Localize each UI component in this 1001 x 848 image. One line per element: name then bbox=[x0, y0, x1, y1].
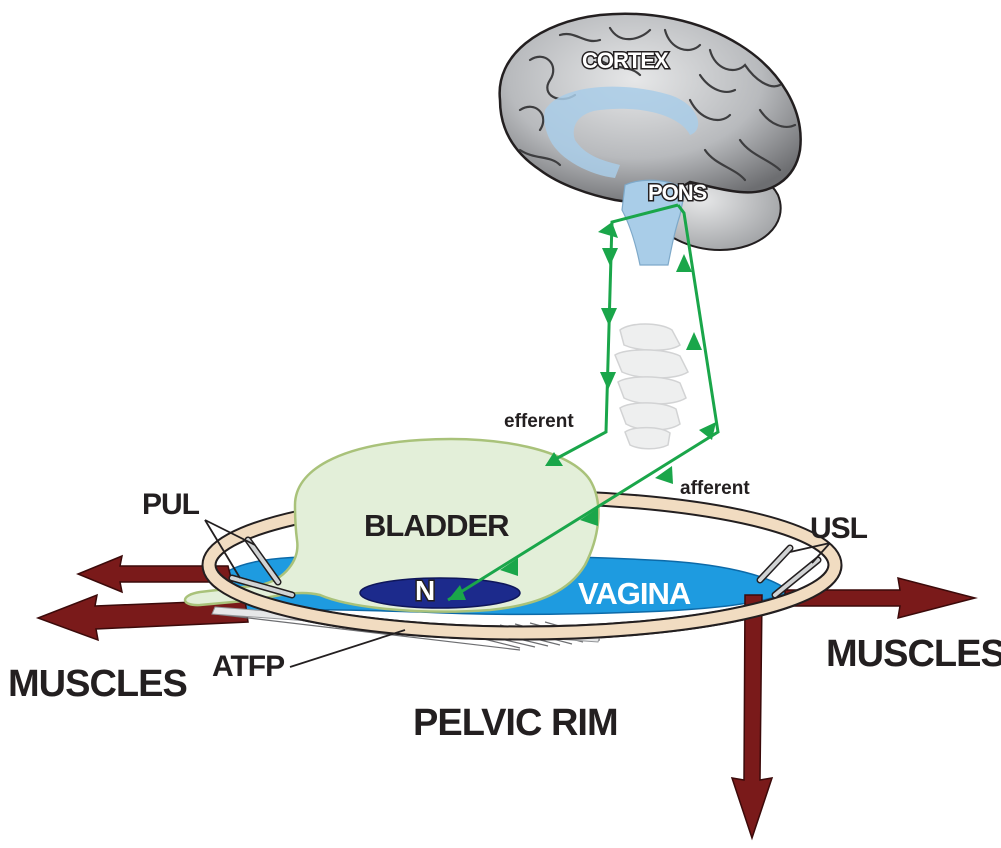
label-n: N bbox=[415, 575, 435, 606]
label-cortex: CORTEX bbox=[582, 48, 669, 73]
label-vagina: VAGINA bbox=[578, 576, 691, 611]
spine bbox=[615, 324, 688, 449]
muscle-arrows-right bbox=[732, 578, 975, 838]
label-muscles-right: MUSCLES bbox=[826, 633, 1001, 675]
label-efferent: efferent bbox=[504, 411, 574, 432]
label-pons: PONS bbox=[648, 180, 707, 205]
label-atfp: ATFP bbox=[212, 650, 284, 683]
label-usl: USL bbox=[810, 512, 868, 545]
label-pelvic-rim: PELVIC RIM bbox=[413, 702, 618, 744]
label-pul: PUL bbox=[142, 488, 200, 521]
label-afferent: afferent bbox=[680, 478, 750, 499]
label-bladder: BLADDER bbox=[364, 508, 509, 543]
n-region bbox=[360, 578, 520, 608]
label-muscles-left: MUSCLES bbox=[8, 663, 187, 705]
